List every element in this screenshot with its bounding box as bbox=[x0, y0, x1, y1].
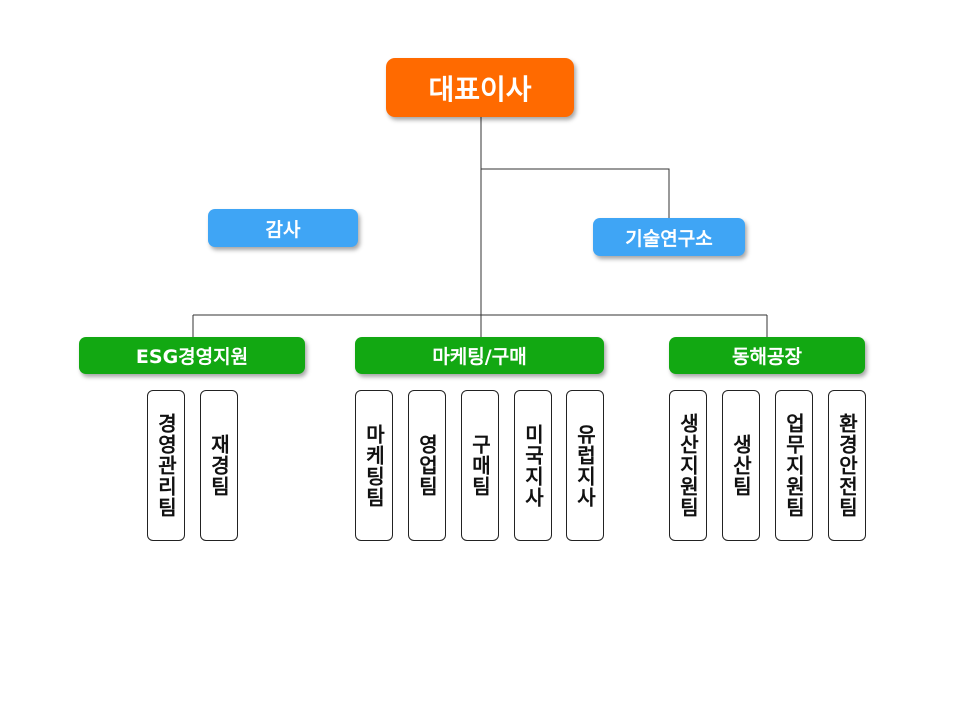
team-label: 마케팅팀 bbox=[362, 423, 386, 508]
division-plant-label: 동해공장 bbox=[732, 346, 802, 368]
team-box: 환경안전팀 bbox=[828, 390, 866, 541]
audit-label: 감사 bbox=[265, 218, 301, 241]
team-box: 구매팀 bbox=[461, 390, 499, 541]
team-label: 영업팀 bbox=[415, 434, 439, 497]
team-label: 생산팀 bbox=[729, 434, 753, 497]
team-label: 구매팀 bbox=[468, 434, 492, 497]
team-box: 영업팀 bbox=[408, 390, 446, 541]
team-label: 경영관리팀 bbox=[154, 413, 178, 518]
team-box: 업무지원팀 bbox=[775, 390, 813, 541]
research-lab-box: 기술연구소 bbox=[593, 218, 745, 256]
research-lab-label: 기술연구소 bbox=[625, 227, 713, 250]
team-label: 미국지사 bbox=[521, 423, 545, 508]
team-box: 재경팀 bbox=[200, 390, 238, 541]
division-marketing-label: 마케팅/구매 bbox=[432, 346, 527, 368]
team-box: 경영관리팀 bbox=[147, 390, 185, 541]
division-esg-box: ESG경영지원 bbox=[79, 337, 305, 374]
team-box: 유럽지사 bbox=[566, 390, 604, 541]
team-box: 생산팀 bbox=[722, 390, 760, 541]
team-label: 재경팀 bbox=[207, 434, 231, 497]
team-label: 유럽지사 bbox=[573, 423, 597, 508]
ceo-label: 대표이사 bbox=[428, 72, 532, 106]
division-plant-box: 동해공장 bbox=[669, 337, 865, 374]
division-esg-label: ESG경영지원 bbox=[135, 346, 249, 368]
team-label: 생산지원팀 bbox=[676, 413, 700, 518]
team-box: 미국지사 bbox=[514, 390, 552, 541]
team-label: 업무지원팀 bbox=[782, 413, 806, 518]
team-label: 환경안전팀 bbox=[835, 413, 859, 518]
lab-connector bbox=[481, 168, 670, 218]
team-box: 마케팅팀 bbox=[355, 390, 393, 541]
audit-box: 감사 bbox=[208, 209, 358, 247]
team-box: 생산지원팀 bbox=[669, 390, 707, 541]
division-marketing-box: 마케팅/구매 bbox=[355, 337, 604, 374]
ceo-box: 대표이사 bbox=[386, 58, 574, 117]
